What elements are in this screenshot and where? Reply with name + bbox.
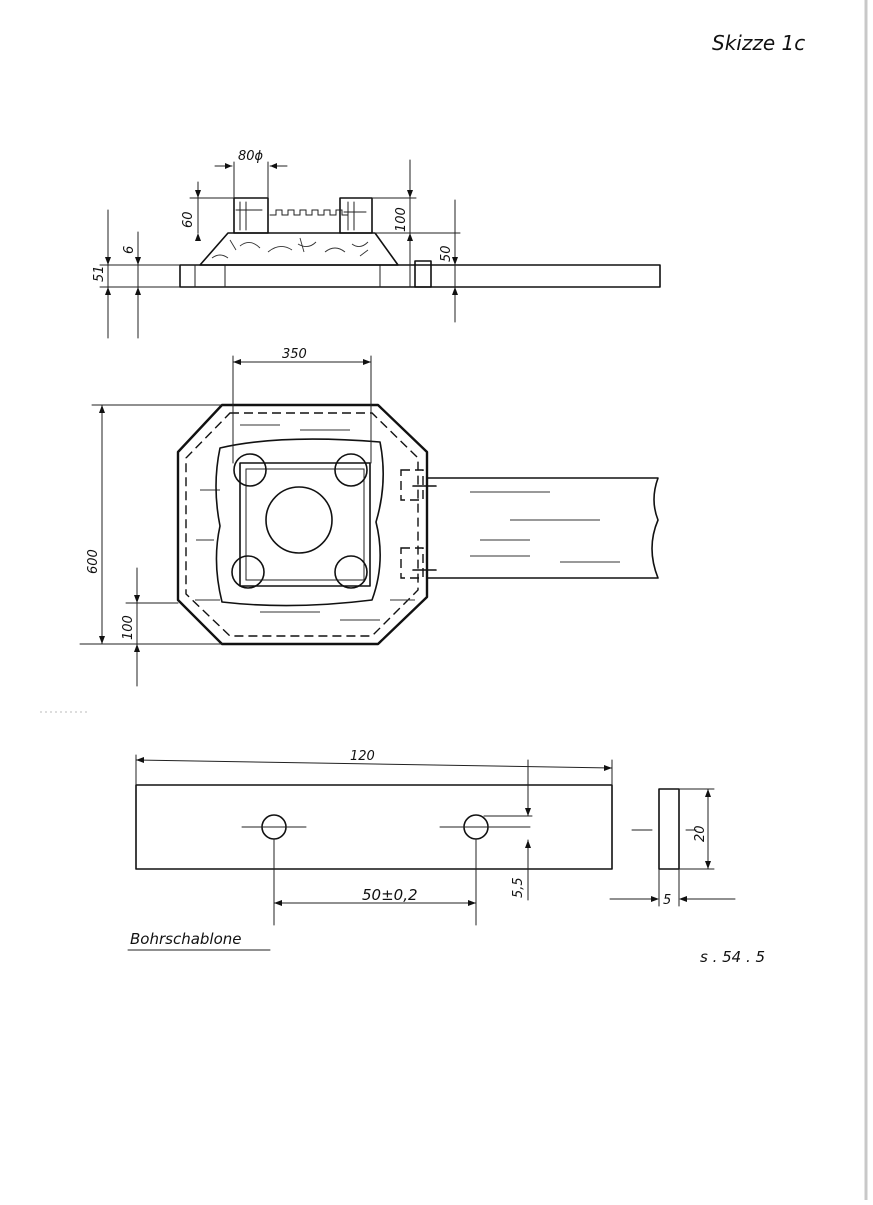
template-profile: [658, 788, 680, 870]
concrete-border: [215, 438, 384, 607]
arrowhead: [134, 644, 140, 652]
arrowheads: [99, 163, 711, 906]
beam-grain: [470, 491, 620, 563]
arrowhead: [468, 900, 476, 906]
dim-label: 50±0,2: [362, 886, 418, 904]
template-plate: [135, 784, 613, 870]
dim-label: 350: [282, 347, 307, 362]
arrowhead: [233, 359, 241, 365]
drill-template: 120 5,5 50±0,2 20 5 Bohrschablone: [127, 749, 736, 951]
side-bracket: [414, 260, 432, 288]
dim-label: 20: [693, 825, 708, 842]
arrowhead: [274, 900, 282, 906]
octagonal-slab: [176, 403, 429, 646]
arrowhead: [525, 840, 531, 848]
bolt-hole: [231, 555, 265, 589]
arrowhead: [407, 233, 413, 241]
arrowhead: [135, 287, 141, 295]
dim-label: 100: [121, 615, 136, 640]
top-view: 350 600 100: [79, 347, 659, 687]
arrowhead: [452, 287, 458, 295]
dim-label: 51: [92, 265, 107, 282]
center-hole: [265, 486, 333, 554]
arrowhead: [363, 359, 371, 365]
slab-inner-edge: [185, 412, 419, 637]
beam-bracket: [400, 469, 424, 501]
arrowhead: [136, 757, 144, 763]
arrowhead: [195, 190, 201, 198]
arrowhead: [105, 257, 111, 265]
arrowhead: [452, 257, 458, 265]
base-slab: [179, 264, 661, 288]
inner-square-offset: [245, 468, 365, 581]
dim-label: 60: [181, 211, 196, 228]
bolt-hole: [334, 453, 368, 487]
arrowhead: [705, 861, 711, 869]
right-post: [339, 197, 373, 234]
arrowhead: [225, 163, 232, 169]
arrowhead: [525, 808, 531, 816]
arrowhead: [604, 765, 612, 771]
dim-label: 5,5: [511, 877, 526, 898]
bolt-hole: [233, 453, 267, 487]
dim-label: 600: [86, 549, 101, 574]
dim-label: 6: [122, 246, 137, 254]
sheet-title: Skizze 1c: [712, 31, 805, 55]
dim-label: 80ϕ: [238, 149, 264, 164]
arrowhead: [99, 636, 105, 644]
arrowhead: [679, 896, 687, 902]
arrowhead: [270, 163, 277, 169]
concrete-footing: [199, 232, 399, 266]
bolt-hole: [334, 555, 368, 589]
template-label: Bohrschablone: [130, 930, 242, 948]
dim-label: 50: [439, 245, 454, 262]
arrowhead: [135, 257, 141, 265]
arrowhead: [99, 405, 105, 413]
beam-bracket: [400, 547, 424, 579]
dim-label: 120: [350, 749, 375, 764]
dim-label: 100: [394, 207, 409, 232]
arrowhead: [407, 190, 413, 198]
toothed-strip: [269, 209, 349, 216]
inner-square: [239, 462, 371, 587]
beam: [426, 477, 659, 579]
arrowhead: [195, 233, 201, 241]
dim-label: 5: [663, 893, 671, 908]
arrowhead: [134, 595, 140, 603]
left-post: [233, 197, 269, 234]
arrowhead: [105, 287, 111, 295]
page-reference: s . 54 . 5: [700, 948, 765, 966]
side-view: 80ϕ 60 100 6 51 50: [92, 149, 661, 339]
arrowhead: [705, 789, 711, 797]
concrete-hatching: [211, 237, 369, 259]
wood-grain: [195, 424, 415, 621]
dimension-line: [135, 759, 613, 769]
arrowhead: [651, 896, 659, 902]
